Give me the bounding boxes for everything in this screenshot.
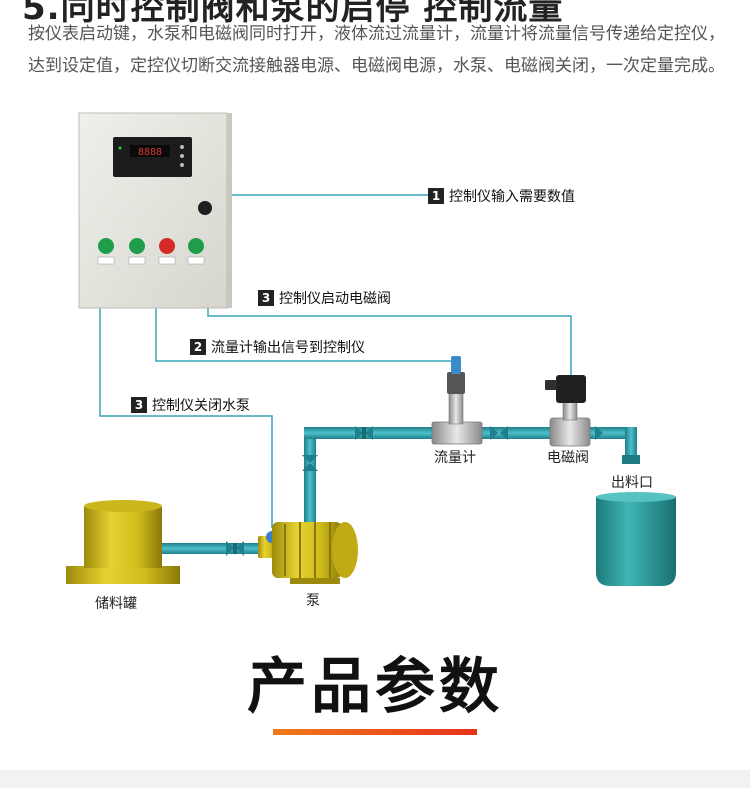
flowmeter <box>431 356 483 445</box>
pump <box>258 522 358 584</box>
callout-text: 流量计输出信号到控制仪 <box>211 340 365 356</box>
flowmeter-label: 流量计 <box>434 450 476 466</box>
callout-start-solenoid: 3 控制仪启动电磁阀 <box>258 288 395 308</box>
bottom-strip <box>0 770 750 788</box>
indicator-lamp <box>198 201 212 215</box>
solenoid-valve <box>545 375 591 447</box>
svg-text:8888: 8888 <box>138 147 162 158</box>
pump-label: 泵 <box>306 593 320 609</box>
pipe-outlet-tip <box>622 455 640 464</box>
valve-after-meter <box>490 426 508 440</box>
callout-text: 控制仪启动电磁阀 <box>279 291 391 307</box>
valve-main <box>355 426 373 440</box>
callout-number: 3 <box>258 290 274 306</box>
callout-flowmeter-signal: 2 流量计输出信号到控制仪 <box>190 337 369 357</box>
wire-pump-control <box>99 308 273 528</box>
callout-number: 1 <box>428 188 444 204</box>
heading-underline <box>273 729 477 735</box>
green-button-3[interactable] <box>187 238 205 265</box>
green-button-2[interactable] <box>128 238 146 265</box>
valve-after-solenoid <box>595 426 603 440</box>
callout-controller-input: 1 控制仪输入需要数值 <box>428 186 579 206</box>
wire-solenoid-control <box>207 308 572 378</box>
outlet-container <box>596 492 676 586</box>
flow-control-diagram: 8888 <box>66 112 676 586</box>
green-button-1[interactable] <box>97 238 115 265</box>
callout-number: 2 <box>190 339 206 355</box>
pipe-pump-riser <box>304 427 316 527</box>
valve-suction <box>226 541 244 556</box>
tank-label: 储料罐 <box>95 596 137 612</box>
controller-display: 8888 <box>113 137 192 177</box>
pipe-outlet-drop <box>625 427 637 462</box>
callout-number: 3 <box>131 397 147 413</box>
outlet-label: 出料口 <box>611 475 653 491</box>
pipe-tank-to-pump <box>160 543 272 554</box>
storage-tank <box>66 500 180 584</box>
solenoid-label: 电磁阀 <box>547 450 589 466</box>
intro-paragraph: 按仪表启动键，水泵和电磁阀同时打开，液体流过流量计，流量计将流量信号传递给定控仪… <box>28 24 725 76</box>
callout-text: 控制仪输入需要数值 <box>449 189 575 205</box>
callout-text: 控制仪关闭水泵 <box>152 398 250 414</box>
control-cabinet: 8888 <box>78 112 232 309</box>
red-button[interactable] <box>158 238 176 265</box>
valve-riser <box>302 455 318 471</box>
page-title: 5.同时控制阀和泵的启停 控制流量 <box>22 0 564 28</box>
section-heading: 产品参数 <box>247 652 503 722</box>
callout-stop-pump: 3 控制仪关闭水泵 <box>131 395 254 415</box>
